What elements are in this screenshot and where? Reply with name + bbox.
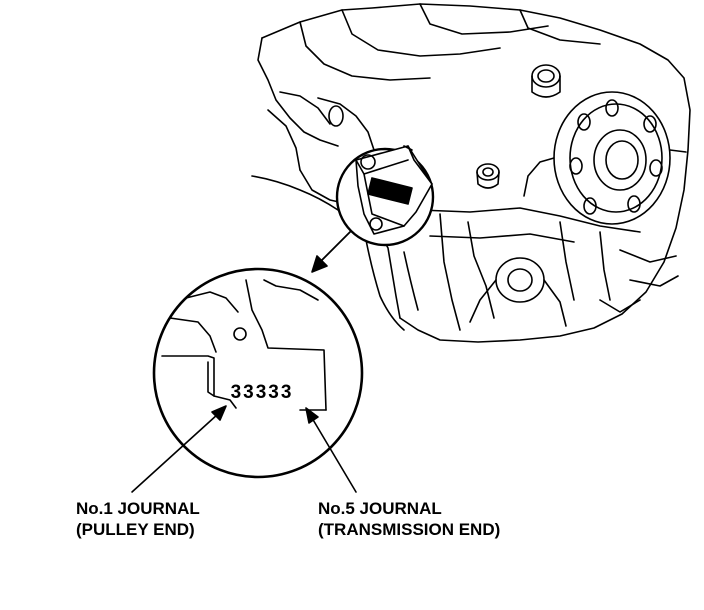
callout-no1-line1: No.1 JOURNAL bbox=[76, 499, 200, 518]
callout-no5-line2: (TRANSMISSION END) bbox=[318, 520, 500, 539]
engine-block-drawing bbox=[251, 3, 691, 343]
callout-arrow-no1 bbox=[131, 405, 227, 493]
zoom-leader-arrow bbox=[311, 231, 351, 273]
detail-location-circle bbox=[335, 145, 435, 247]
callout-no1-line2: (PULLEY END) bbox=[76, 520, 195, 539]
journal-code-stamp: 33333 bbox=[231, 382, 294, 403]
enlarged-detail-circle bbox=[152, 267, 364, 479]
callout-no5-line1: No.5 JOURNAL bbox=[318, 499, 442, 518]
callout-arrow-no5 bbox=[305, 407, 357, 493]
